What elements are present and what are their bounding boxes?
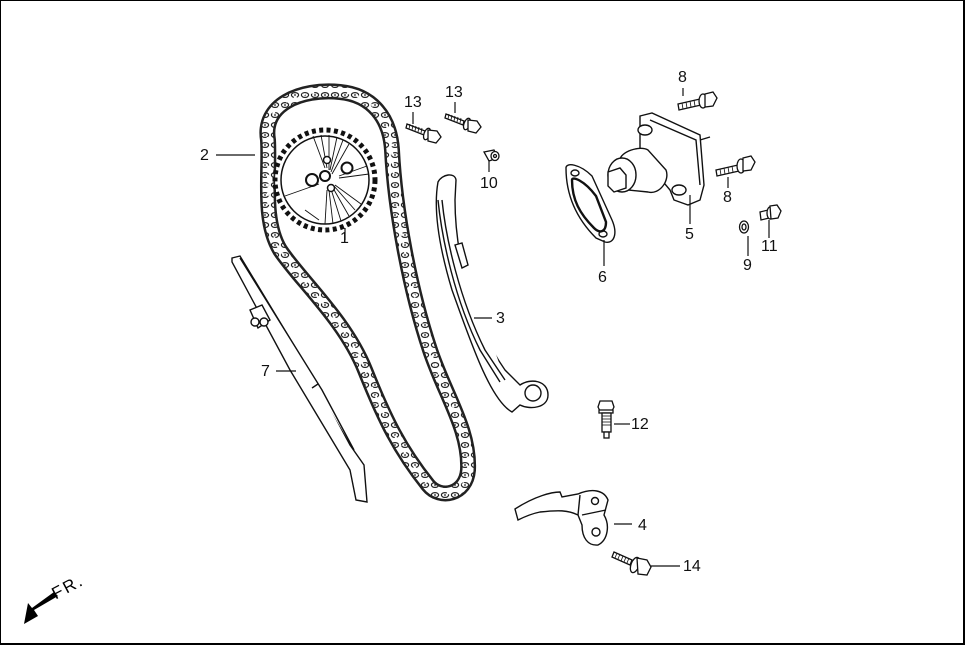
stopper-plate	[514, 489, 609, 546]
callout-6: 6	[598, 269, 607, 286]
tensioner-bolt-b	[715, 155, 756, 177]
chain-guide	[231, 255, 368, 503]
callout-10: 10	[480, 175, 498, 192]
callout-14: 14	[683, 558, 701, 575]
callout-5: 5	[685, 226, 694, 243]
callout-9: 9	[743, 257, 752, 274]
pivot-bolt	[597, 400, 615, 439]
flange-bolt	[611, 551, 652, 576]
callout-8b: 8	[723, 189, 732, 206]
callout-1: 1	[340, 230, 349, 247]
callout-2: 2	[200, 147, 209, 164]
callout-8a: 8	[678, 69, 687, 86]
tensioner-gasket	[565, 164, 616, 243]
callout-4: 4	[638, 517, 647, 534]
arrow-front-icon	[24, 592, 58, 624]
collar	[482, 149, 500, 162]
callout-12: 12	[631, 416, 649, 433]
tensioner-slipper	[435, 174, 549, 413]
sprocket-bolt-a	[405, 123, 442, 144]
sealing-washer	[738, 220, 750, 234]
sprocket-bolt-b	[444, 113, 482, 134]
callout-13a: 13	[404, 94, 422, 111]
tensioner-bolt-a	[677, 91, 718, 111]
leader-lines	[216, 88, 770, 567]
callout-7: 7	[261, 363, 270, 380]
sealing-bolt	[759, 204, 782, 221]
cam-chain	[259, 83, 477, 502]
callout-3: 3	[496, 310, 505, 327]
cam-sprocket	[272, 127, 378, 233]
tensioner-lifter	[607, 112, 711, 206]
callout-11: 11	[761, 238, 778, 255]
callout-13b: 13	[445, 84, 463, 101]
